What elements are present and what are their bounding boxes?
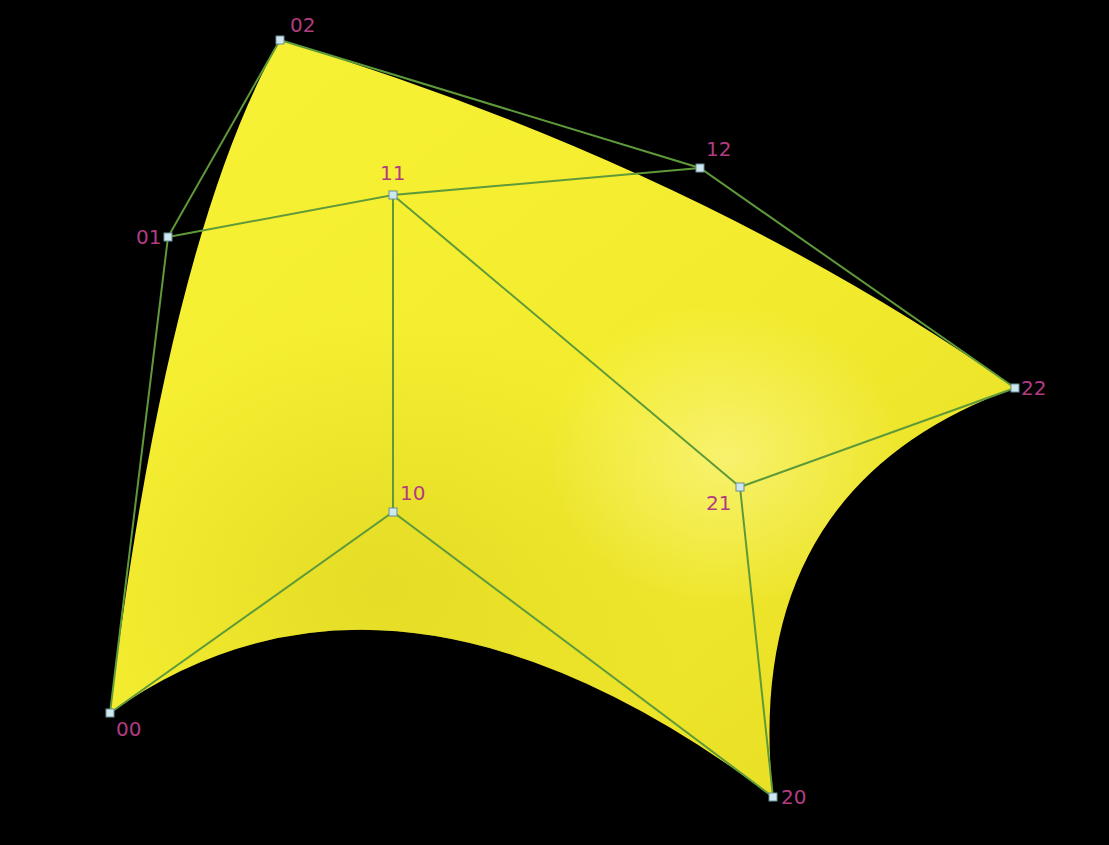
control-net-line: [168, 195, 740, 487]
control-point: [1011, 384, 1019, 392]
control-point: [106, 709, 114, 717]
control-net-line: [110, 512, 773, 797]
control-point: [736, 483, 744, 491]
surface-highlight: [110, 40, 1015, 797]
control-point-label: 10: [400, 482, 425, 504]
control-point: [389, 508, 397, 516]
control-point: [164, 233, 172, 241]
control-point: [696, 164, 704, 172]
control-point-label: 02: [290, 14, 315, 36]
control-point-label: 11: [380, 162, 405, 184]
control-point: [276, 36, 284, 44]
control-point-label: 20: [781, 786, 806, 808]
control-net: [110, 40, 1015, 797]
control-point-label: 21: [706, 492, 731, 514]
control-point: [769, 793, 777, 801]
control-point: [389, 191, 397, 199]
control-point-label: 22: [1021, 377, 1046, 399]
control-points: [106, 36, 1019, 801]
control-point-label: 00: [116, 718, 141, 740]
surface-patch: [110, 40, 1015, 797]
control-point-label: 12: [706, 138, 731, 160]
control-point-label: 01: [136, 226, 161, 248]
control-net-line: [740, 388, 1015, 797]
surface-shading: [110, 40, 1015, 797]
control-net-line: [393, 168, 700, 512]
control-net-line: [110, 40, 280, 713]
control-net-line: [280, 40, 1015, 388]
